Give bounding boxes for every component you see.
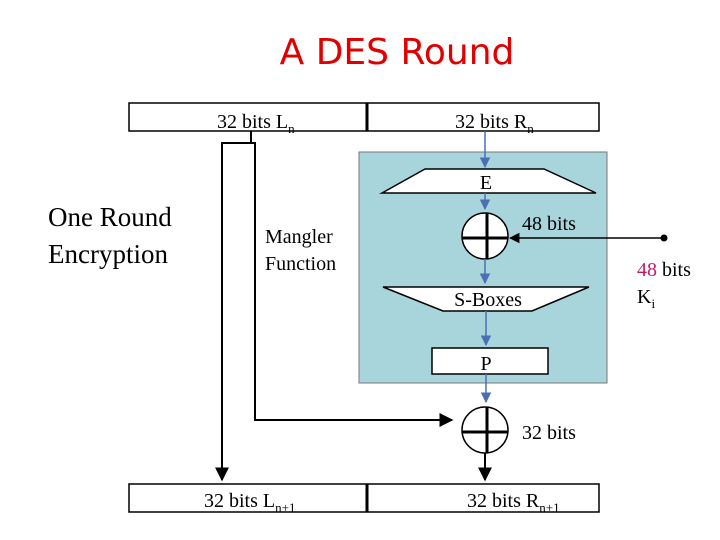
register-label-ln1: 32 bits Ln+1 (204, 490, 295, 515)
ln-to-xor-line (251, 142, 454, 427)
sboxes-block (382, 286, 590, 312)
mangler-label-line2: Function (265, 253, 336, 275)
key-name-label: Ki (637, 286, 655, 311)
xor-circle-plus-icon (461, 212, 509, 260)
key-bits-label: 48 bits (637, 259, 691, 281)
xor-circle-plus-icon (461, 406, 509, 454)
expansion-block (379, 168, 597, 194)
permutation-label: P (480, 353, 491, 375)
register-top: 32 bits Ln 32 bits Rn (128, 102, 600, 136)
ln-to-ln1-line (215, 131, 252, 482)
side-label-line2: Encryption (48, 239, 168, 269)
register-label-rn: 32 bits Rn (455, 111, 534, 136)
mangler-label-line1: Mangler (265, 226, 333, 248)
permutation-block (431, 347, 549, 375)
side-label-line1: One Round (48, 202, 172, 232)
xor-bottom-bits-label: 32 bits (522, 422, 576, 444)
sboxes-label: S-Boxes (454, 289, 522, 311)
register-bottom: 32 bits Ln+1 32 bits Rn+1 (128, 483, 600, 515)
xor-top-bits-label: 48 bits (522, 213, 576, 235)
diagram-title: A DES Round (280, 32, 515, 73)
expansion-label: E (480, 172, 492, 194)
register-label-ln: 32 bits Ln (217, 111, 295, 136)
register-label-rn1: 32 bits Rn+1 (467, 490, 560, 515)
key-input-dot-icon (660, 234, 668, 242)
